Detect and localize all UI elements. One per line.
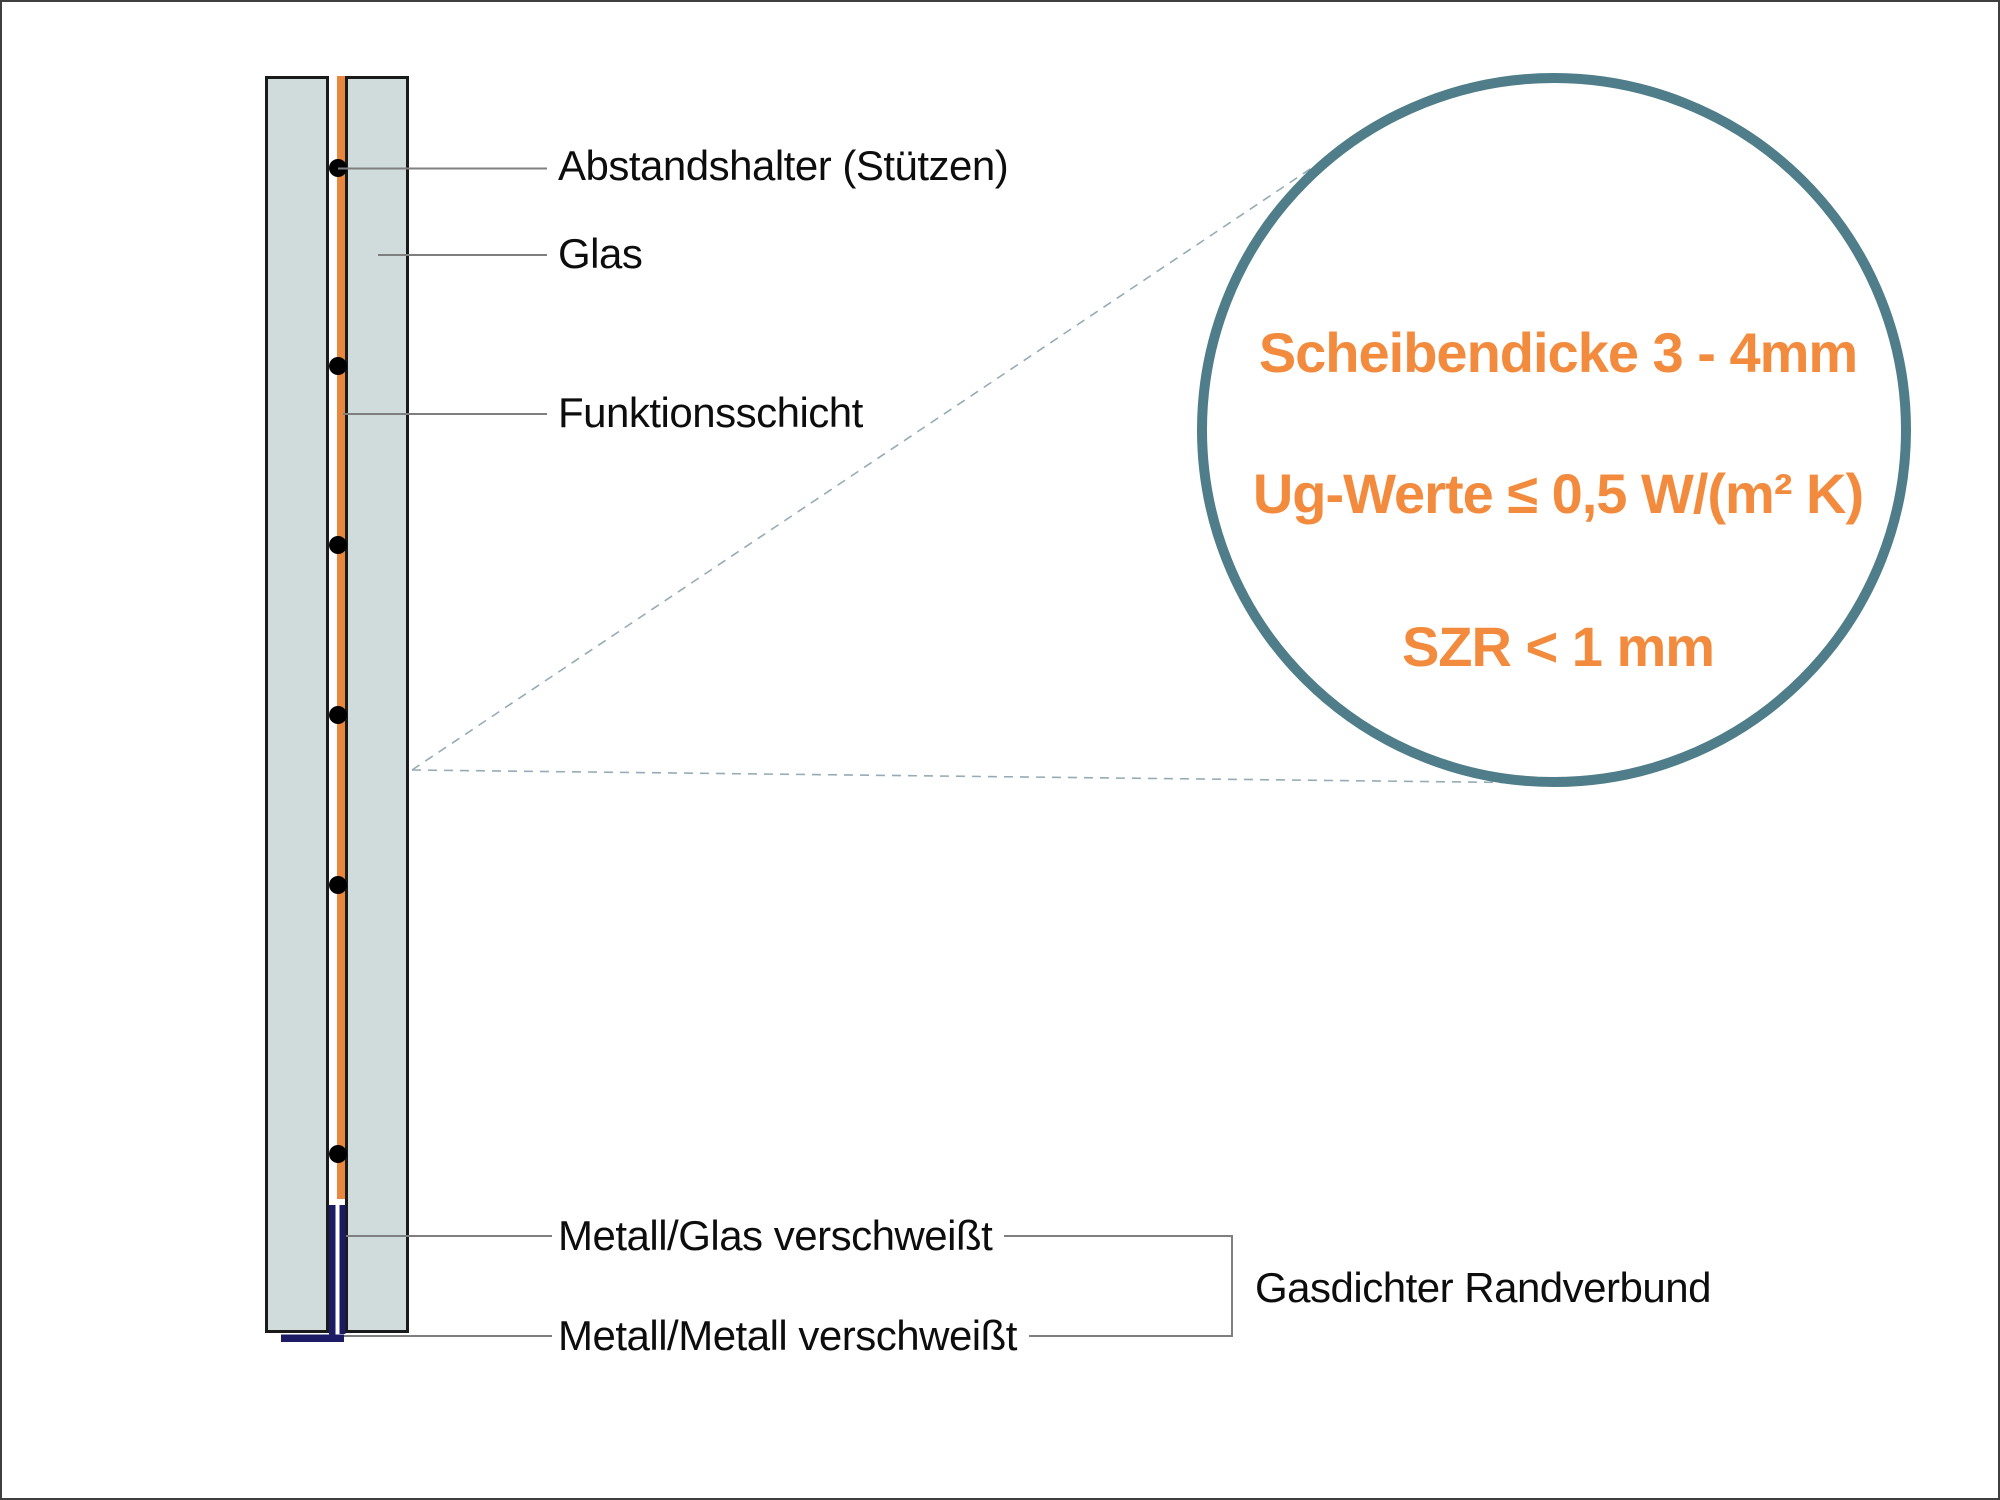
metal-weld-bottom-bar xyxy=(281,1334,344,1342)
spacer-dot xyxy=(329,706,347,724)
glass-pane-left xyxy=(265,76,329,1333)
functional-layer-strip xyxy=(337,76,345,1199)
spacer-dot xyxy=(329,1145,347,1163)
callout-ug-werte: Ug-Werte ≤ 0,5 W/(m² K) xyxy=(1252,462,1864,525)
spacer-dot xyxy=(329,536,347,554)
randverbund-bracket xyxy=(1214,1235,1233,1337)
metal-weld-right-bar xyxy=(339,1205,346,1334)
label-glas: Glas xyxy=(558,230,643,277)
magnifier-circle xyxy=(1197,73,1911,787)
spacer-dot xyxy=(329,876,347,894)
label-metall-metall: Metall/Metall verschweißt xyxy=(552,1311,1029,1361)
magnifier-connector-upper xyxy=(411,136,1359,771)
label-metall-glas: Metall/Glas verschweißt xyxy=(552,1211,1005,1261)
leader-lines xyxy=(338,167,1233,1337)
label-funktionsschicht: Funktionsschicht xyxy=(558,389,863,436)
callout-szr: SZR < 1 mm xyxy=(1401,615,1715,678)
metal-weld-left-bar xyxy=(329,1205,336,1342)
spacer-dot xyxy=(329,357,347,375)
magnifier-connector-lower xyxy=(411,769,1553,784)
callout-scheibendicke: Scheibendicke 3 - 4mm xyxy=(1258,321,1858,384)
label-abstandshalter: Abstandshalter (Stützen) xyxy=(558,142,1009,189)
label-gasdichter-randverbund: Gasdichter Randverbund xyxy=(1255,1264,1711,1311)
glass-pane-right xyxy=(345,76,409,1333)
